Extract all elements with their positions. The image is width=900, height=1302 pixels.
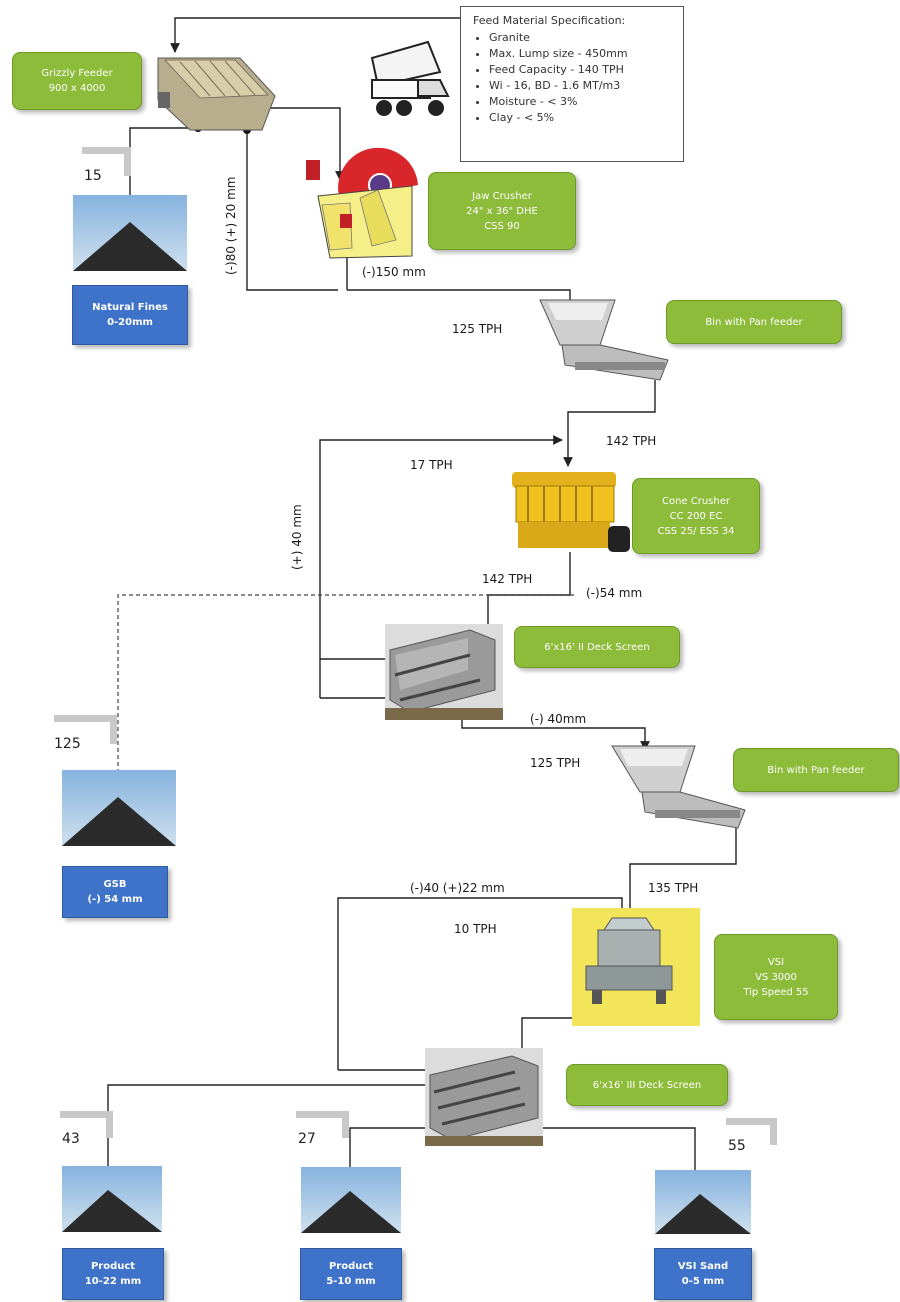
feed-specification-box: Feed Material Specification: Granite Max… [460,6,684,162]
grizzly-feeder-name: Grizzly Feeder [41,68,113,79]
oversize-40-label: (+) 40 mm [290,504,304,570]
spec-item: Moisture - < 3% [489,95,683,108]
bin-feeder-1-name: Bin with Pan feeder [705,316,803,328]
vsi-name: VSI [767,956,785,968]
deck-screen-1-label: 6'x16' II Deck Screen [514,626,680,668]
vsi-label: VSI VS 3000 Tip Speed 55 [714,934,838,1020]
product-10-22-label: Product 10-22 mm [62,1248,164,1300]
gsb-value: 125 [54,736,81,752]
vsi-tip-speed: Tip Speed 55 [743,986,809,998]
cone-out-rate-label: 142 TPH [482,572,533,586]
cone-crusher-graphic [512,472,630,552]
natural-fines-bracket [82,147,131,176]
spec-title: Feed Material Specification: [473,14,626,27]
recirc-17-label: 17 TPH [410,458,453,472]
pile-product-5-10 [301,1167,401,1233]
bin-feeder-2-name: Bin with Pan feeder [767,764,865,776]
deck-screen-1-name: 6'x16' II Deck Screen [544,641,650,653]
natural-fines-label: Natural Fines 0-20mm [72,285,188,345]
bin-feeder-1-label: Bin with Pan feeder [666,300,842,344]
grizzly-feeder-graphic [157,57,276,131]
deck-screen-1-graphic [385,624,503,720]
spec-item: Granite [489,31,683,44]
pile-product-10-22 [62,1166,162,1232]
gsb-bracket [54,715,117,744]
product-10-22-bracket [60,1111,113,1138]
dump-truck-graphic [370,40,450,116]
product-10-22-size: 10-22 mm [84,1276,142,1287]
cone-out-size-label: (-)54 mm [586,586,643,600]
gsb-name: GSB [103,879,127,890]
product-5-10-size: 5-10 mm [326,1276,376,1287]
product-5-10-name: Product [328,1261,374,1272]
cone-crusher-name: Cone Crusher [661,495,730,507]
pile-gsb [62,770,176,846]
product-5-10-bracket [296,1111,349,1138]
bin-feeder-1-graphic [539,299,669,381]
gsb-label: GSB (-) 54 mm [62,866,168,918]
vsi-graphic [572,908,700,1026]
pile-vsi-sand [655,1170,751,1234]
vsi-sand-bracket [726,1118,777,1145]
vsi-recirc-size-label: (-)40 (+)22 mm [410,881,505,895]
cone-crusher-setting: CSS 25/ ESS 34 [657,525,735,537]
vsi-sand-name: VSI Sand [677,1261,729,1272]
bin1-feed-rate-label: 125 TPH [452,322,503,336]
vsi-sand-size: 0-5 mm [681,1276,725,1287]
bin-feeder-2-graphic [611,745,746,829]
gsb-size: (-) 54 mm [87,894,143,905]
product-5-10-value: 27 [298,1131,316,1147]
product-10-22-name: Product [90,1261,136,1272]
cone-feed-rate-label: 142 TPH [606,434,657,448]
natural-fines-name: Natural Fines [92,302,168,313]
grizzly-feeder-label: Grizzly Feeder 900 x 4000 [12,52,142,110]
natural-fines-size: 0-20mm [107,317,153,328]
natural-fines-value: 15 [84,168,102,184]
pile-natural-fines [73,195,187,271]
spec-item: Feed Capacity - 140 TPH [489,63,683,76]
spec-item: Wi - 16, BD - 1.6 MT/m3 [489,79,683,92]
bin-feeder-2-label: Bin with Pan feeder [733,748,899,792]
jaw-crusher-css: CSS 90 [484,220,520,232]
grizzly-feeder-size: 900 x 4000 [48,83,106,94]
vsi-model: VS 3000 [755,971,797,983]
jaw-crusher-name: Jaw Crusher [472,190,532,202]
spec-item: Max. Lump size - 450mm [489,47,683,60]
deck-screen-2-name: 6'x16' III Deck Screen [592,1079,702,1091]
vsi-sand-label: VSI Sand 0-5 mm [654,1248,752,1300]
vsi-recirc-rate-label: 10 TPH [454,922,497,936]
cone-crusher-model: CC 200 EC [669,510,723,522]
cone-crusher-label: Cone Crusher CC 200 EC CSS 25/ ESS 34 [632,478,760,554]
vsi-feed-rate-label: 135 TPH [648,881,699,895]
product-5-10-label: Product 5-10 mm [300,1248,402,1300]
bin2-feed-rate-label: 125 TPH [530,756,581,770]
jaw-crusher-graphic [306,147,418,259]
deck-screen-2-graphic [425,1048,543,1146]
spec-item: Clay - < 5% [489,111,683,124]
screen1-undersize-label: (-) 40mm [530,712,587,726]
jaw-crusher-model: 24" x 36" DHE [466,205,538,217]
product-10-22-value: 43 [62,1131,80,1147]
deck-screen-2-label: 6'x16' III Deck Screen [566,1064,728,1106]
vsi-sand-value: 55 [728,1138,746,1154]
grizzly-split-label: (-)80 (+) 20 mm [224,176,238,275]
spec-list: Granite Max. Lump size - 450mm Feed Capa… [461,31,683,124]
gsb-dashed-flow [113,594,574,781]
jaw-crusher-label: Jaw Crusher 24" x 36" DHE CSS 90 [428,172,576,250]
jaw-out-size-label: (-)150 mm [362,265,426,279]
